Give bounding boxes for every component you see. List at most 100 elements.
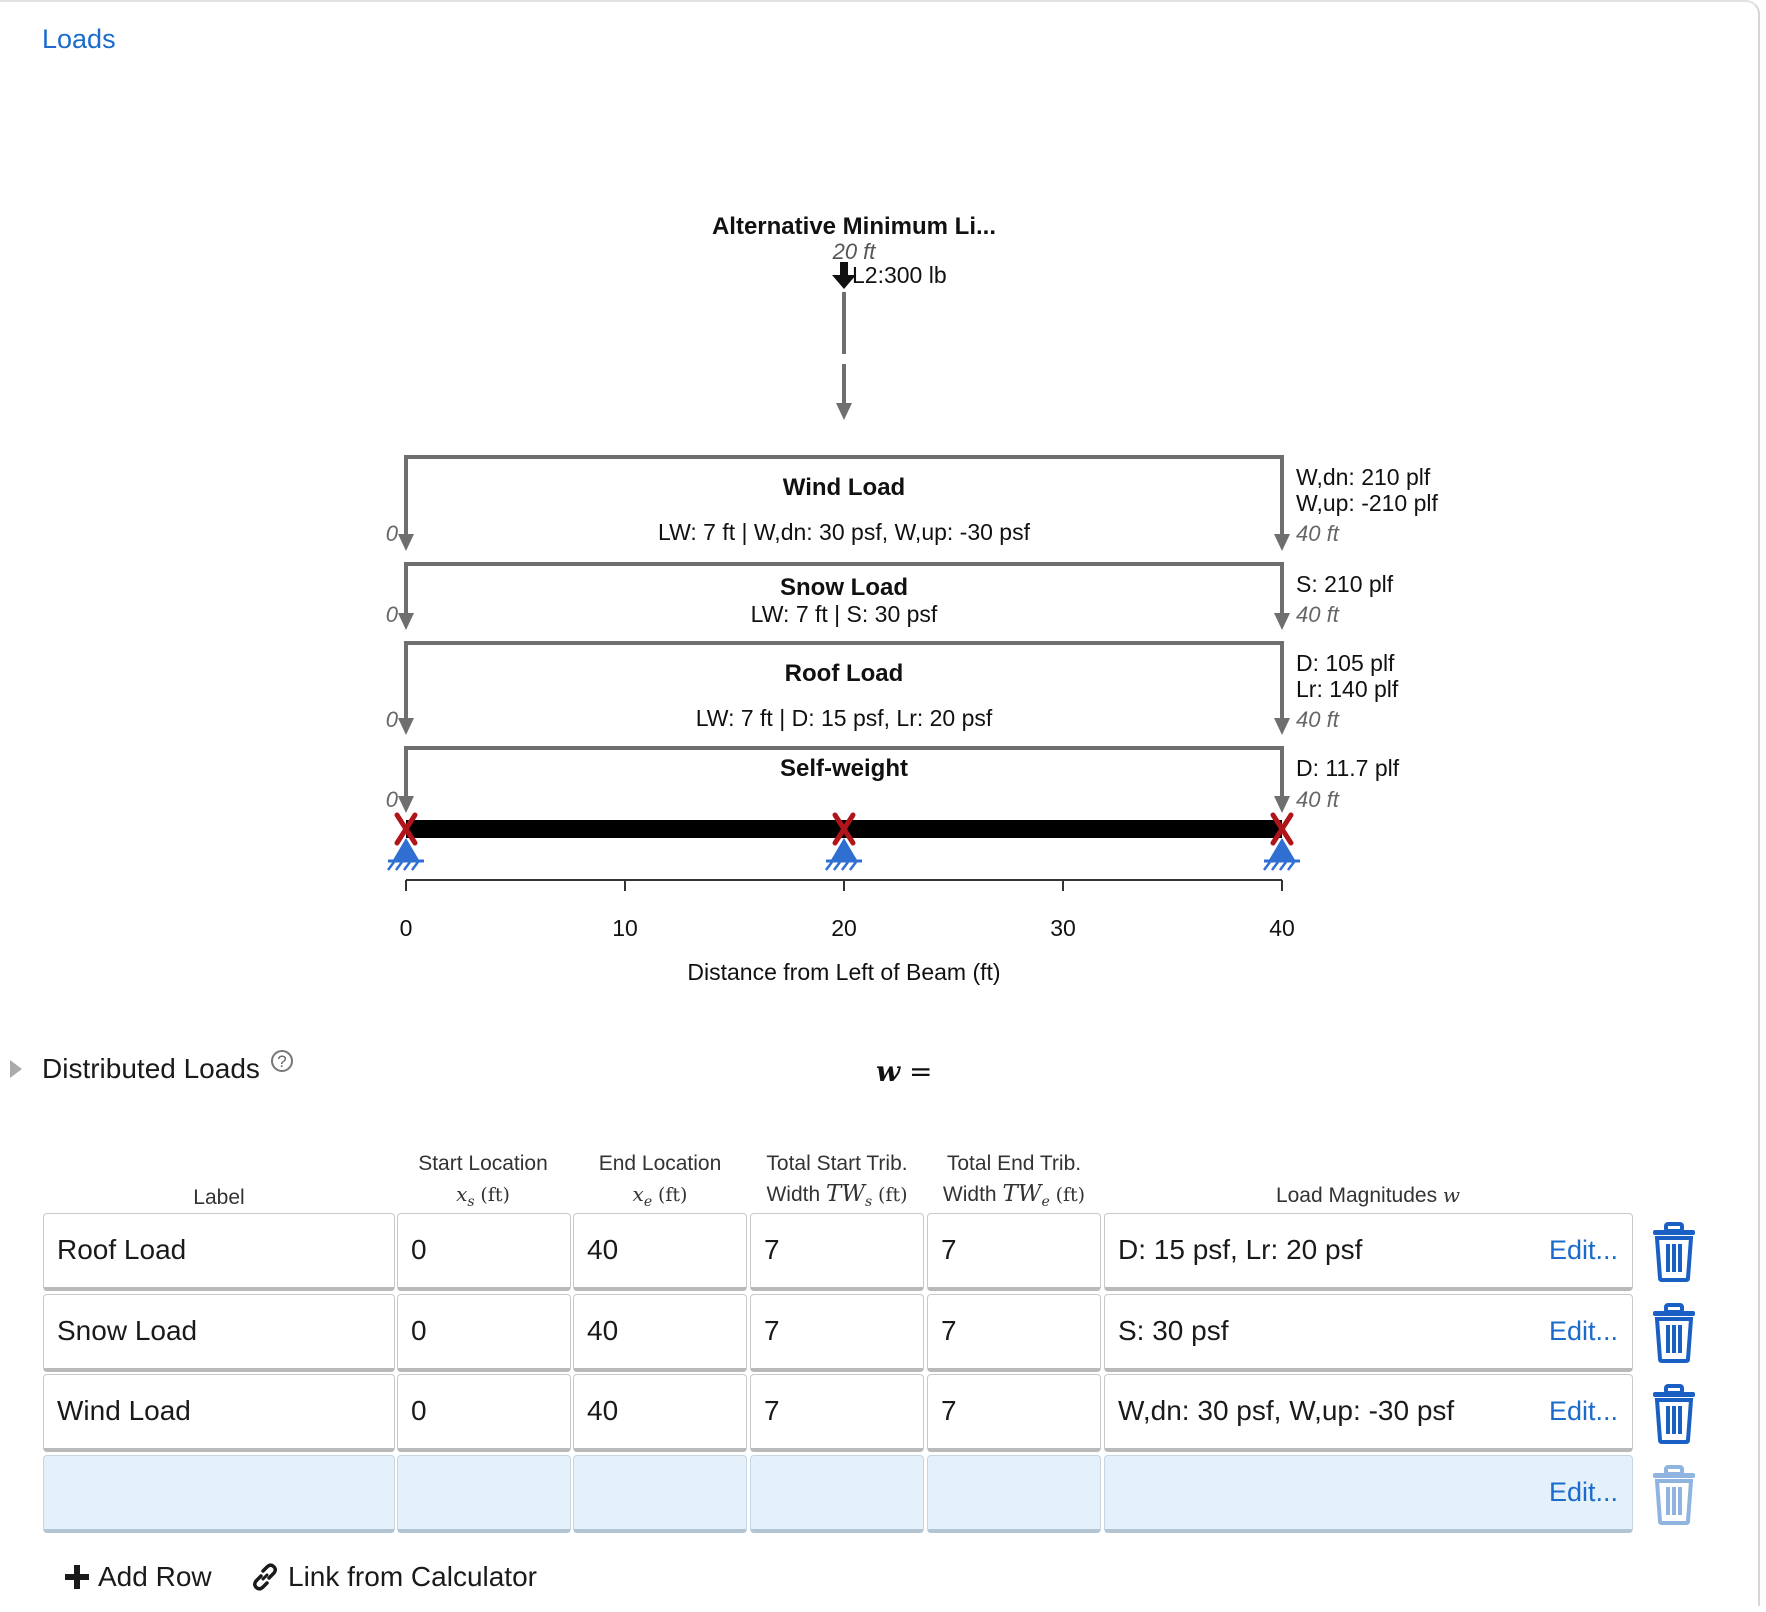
link-from-calculator-label: Link from Calculator bbox=[288, 1561, 537, 1592]
distributed-load-title: Self-weight bbox=[780, 755, 908, 782]
label-cell[interactable]: Wind Load bbox=[43, 1374, 395, 1452]
support-hatch bbox=[395, 861, 403, 871]
trash-icon[interactable] bbox=[1651, 1384, 1697, 1444]
label-cell[interactable] bbox=[43, 1455, 395, 1533]
add-row-button[interactable]: Add Row bbox=[64, 1561, 212, 1593]
label-cell[interactable]: Snow Load bbox=[43, 1294, 395, 1372]
distributed-load-detail: LW: 7 ft | D: 15 psf, Lr: 20 psf bbox=[696, 705, 993, 731]
start-trib-width-cell[interactable]: 7 bbox=[750, 1294, 924, 1372]
x-axis-title: Distance from Left of Beam (ft) bbox=[687, 959, 1000, 985]
distributed-load-end-label: 40 ft bbox=[1296, 707, 1340, 732]
load-magnitudes-text: D: 15 psf, Lr: 20 psf bbox=[1118, 1234, 1363, 1265]
end-location-cell[interactable]: 40 bbox=[573, 1213, 747, 1291]
twe-symbol: TW bbox=[1002, 1181, 1042, 1207]
start-trib-width-cell[interactable] bbox=[750, 1455, 924, 1533]
distributed-load-end-arrowhead bbox=[1274, 718, 1290, 735]
distributed-load-start-label: 0 bbox=[386, 602, 399, 627]
support-hatch bbox=[411, 861, 419, 871]
trash-icon[interactable] bbox=[1651, 1303, 1697, 1363]
end-location-cell[interactable] bbox=[573, 1455, 747, 1533]
edit-magnitudes-link[interactable]: Edit... bbox=[1548, 1477, 1618, 1507]
start-location-cell[interactable]: 0 bbox=[397, 1213, 571, 1291]
loads-section-link[interactable]: Loads bbox=[42, 24, 116, 54]
end-symbol: x bbox=[632, 1182, 644, 1206]
end-trib-width-cell[interactable] bbox=[927, 1455, 1101, 1533]
w-equation: w = bbox=[876, 1055, 932, 1088]
col-header-start-location: Start Location xs (ft) bbox=[396, 1148, 570, 1218]
x-mark-icon bbox=[394, 812, 418, 846]
trash-icon-disabled[interactable] bbox=[1651, 1465, 1697, 1525]
x-mark-icon bbox=[832, 812, 856, 846]
distributed-load-end-label: 40 ft bbox=[1296, 602, 1340, 627]
label-cell[interactable]: Roof Load bbox=[43, 1213, 395, 1291]
distributed-load-end-label: 40 ft bbox=[1296, 521, 1340, 546]
edit-magnitudes-link[interactable]: Edit... bbox=[1548, 1235, 1618, 1265]
start-location-cell[interactable]: 0 bbox=[397, 1374, 571, 1452]
distributed-load-end-arrowhead bbox=[1274, 534, 1290, 551]
start-trib-width-cell[interactable]: 7 bbox=[750, 1374, 924, 1452]
help-icon[interactable]: ? bbox=[271, 1050, 293, 1072]
distributed-load-value: D: 105 plf bbox=[1296, 650, 1395, 676]
tws-subscript: s bbox=[864, 1194, 873, 1211]
col-header-tws-line1: Total Start Trib. bbox=[766, 1152, 908, 1175]
distributed-load-end-label: 40 ft bbox=[1296, 787, 1340, 812]
distributed-load-end-arrowhead bbox=[1274, 613, 1290, 630]
x-axis-tick-label: 30 bbox=[1050, 915, 1076, 941]
load-magnitudes-cell: Edit... bbox=[1104, 1455, 1633, 1533]
x-axis-tick-label: 10 bbox=[612, 915, 638, 941]
col-header-twe-line1: Total End Trib. bbox=[946, 1152, 1082, 1175]
end-trib-width-cell[interactable]: 7 bbox=[927, 1213, 1101, 1291]
start-location-cell[interactable]: 0 bbox=[397, 1294, 571, 1372]
load-magnitudes-cell: W,dn: 30 psf, W,up: -30 psf Edit... bbox=[1104, 1374, 1633, 1452]
support-hatch bbox=[833, 861, 841, 871]
support-hatch bbox=[1279, 861, 1287, 871]
col-header-end-location: End Location xe (ft) bbox=[573, 1148, 747, 1218]
end-location-cell[interactable]: 40 bbox=[573, 1374, 747, 1452]
distributed-load-start-arrowhead bbox=[398, 718, 414, 735]
col-header-load-magnitudes: Load Magnitudes w bbox=[1104, 1180, 1632, 1211]
equals-sign: = bbox=[900, 1055, 933, 1088]
support-hatch bbox=[1287, 861, 1295, 871]
col-header-start-trib-width: Total Start Trib. Width TWs (ft) bbox=[746, 1148, 928, 1218]
support-hatch bbox=[849, 861, 857, 871]
load-magnitudes-text: W,dn: 30 psf, W,up: -30 psf bbox=[1118, 1395, 1455, 1426]
edit-magnitudes-link[interactable]: Edit... bbox=[1548, 1396, 1618, 1426]
distributed-load-start-label: 0 bbox=[386, 521, 399, 546]
edit-magnitudes-link[interactable]: Edit... bbox=[1548, 1316, 1618, 1346]
point-load-title: Alternative Minimum Li... bbox=[712, 213, 996, 240]
start-location-cell[interactable] bbox=[397, 1455, 571, 1533]
start-trib-width-cell[interactable]: 7 bbox=[750, 1213, 924, 1291]
end-location-cell[interactable]: 40 bbox=[573, 1294, 747, 1372]
plus-icon bbox=[65, 1565, 89, 1589]
point-load-location: 20 ft bbox=[832, 239, 877, 264]
tws-prefix: Width bbox=[766, 1183, 821, 1206]
add-row-label: Add Row bbox=[98, 1561, 212, 1592]
support-hatch bbox=[387, 861, 395, 871]
col-header-label-text: Label bbox=[193, 1186, 245, 1209]
w-symbol: w bbox=[876, 1055, 901, 1088]
end-trib-width-cell[interactable]: 7 bbox=[927, 1294, 1101, 1372]
col-header-end-line1: End Location bbox=[598, 1152, 722, 1175]
support-hatch bbox=[1271, 861, 1279, 871]
distributed-load-start-label: 0 bbox=[386, 787, 399, 812]
distributed-load-title: Snow Load bbox=[780, 574, 908, 601]
distributed-load-value: D: 11.7 plf bbox=[1296, 755, 1400, 781]
end-trib-width-cell[interactable]: 7 bbox=[927, 1374, 1101, 1452]
distributed-loads-title: Distributed Loads bbox=[42, 1053, 260, 1084]
distributed-load-value: W,up: -210 plf bbox=[1296, 490, 1439, 516]
end-subscript: e bbox=[643, 1194, 653, 1211]
tws-symbol: TW bbox=[826, 1181, 865, 1207]
trash-icon[interactable] bbox=[1651, 1222, 1697, 1282]
support-hatch bbox=[1263, 861, 1271, 871]
load-magnitudes-cell: D: 15 psf, Lr: 20 psf Edit... bbox=[1104, 1213, 1633, 1291]
triangle-right-icon[interactable] bbox=[10, 1060, 22, 1078]
twe-prefix: Width bbox=[942, 1183, 997, 1206]
support-hatch bbox=[825, 861, 833, 871]
mag-symbol: w bbox=[1442, 1183, 1461, 1207]
distributed-load-detail: LW: 7 ft | S: 30 psf bbox=[751, 601, 938, 627]
distributed-load-detail: LW: 7 ft | W,dn: 30 psf, W,up: -30 psf bbox=[658, 519, 1031, 545]
link-from-calculator-button[interactable]: Link from Calculator bbox=[250, 1561, 537, 1593]
start-unit: (ft) bbox=[480, 1184, 510, 1206]
distributed-load-title: Roof Load bbox=[785, 660, 904, 687]
